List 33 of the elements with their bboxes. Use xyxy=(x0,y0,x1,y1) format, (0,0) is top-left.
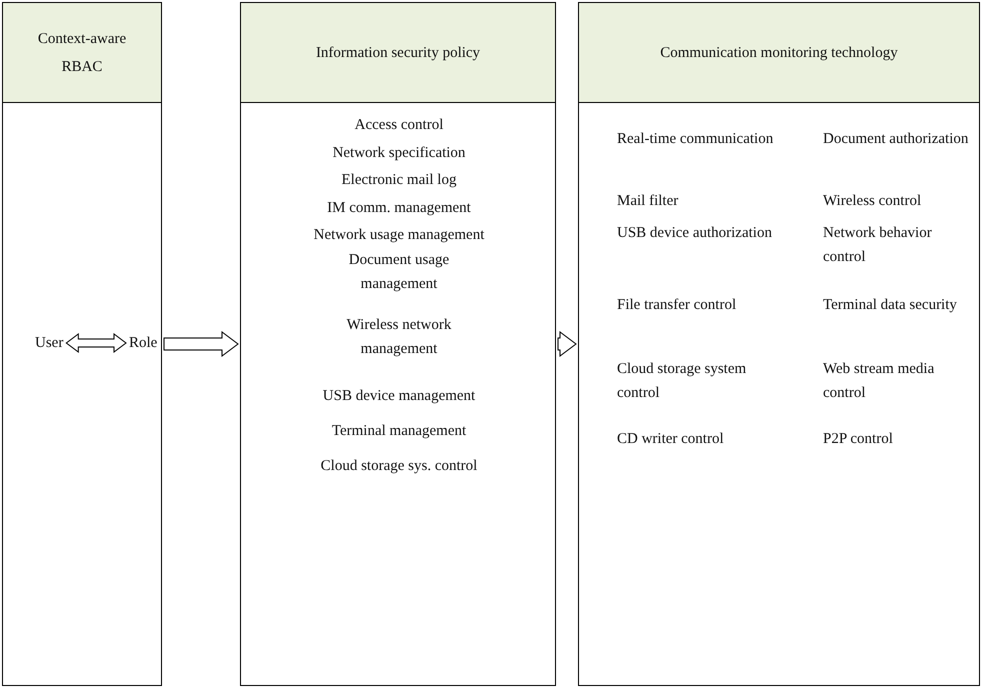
list-item: Document authorization xyxy=(823,130,970,149)
list-item: File transfer control xyxy=(617,296,738,315)
list-item: Cloud storage sys. control xyxy=(320,457,478,476)
column-heading: Context-aware RBAC xyxy=(3,3,161,103)
list-item: Access control xyxy=(354,116,444,135)
list-item: Electronic mail log xyxy=(340,171,458,190)
list-item: USB device authorization xyxy=(617,224,773,243)
list-item: Terminal management xyxy=(330,422,468,441)
role-label: Role xyxy=(129,333,158,353)
list-item: Mail filter xyxy=(617,192,680,211)
list-item: Cloud storage system control xyxy=(617,360,748,403)
column-panel xyxy=(578,2,980,686)
list-item: Network usage management xyxy=(312,226,486,245)
list-item: Network behavior control xyxy=(823,224,933,267)
list-item: Wireless control xyxy=(823,192,922,211)
block-arrow xyxy=(164,331,239,357)
column-panel xyxy=(240,2,556,686)
list-item: Terminal data security xyxy=(823,296,958,315)
role-label: User xyxy=(35,333,64,353)
column-heading: Information security policy xyxy=(241,3,555,103)
list-item: USB device management xyxy=(322,387,476,406)
column-panel xyxy=(2,2,162,686)
list-item: Web stream media control xyxy=(823,360,936,403)
list-item: Document usage management xyxy=(348,251,450,294)
list-item: Network specification xyxy=(332,144,466,163)
list-item: Wireless network management xyxy=(346,316,452,359)
list-item: Real-time communication xyxy=(617,130,774,149)
column-heading: Communication monitoring technology xyxy=(579,3,979,103)
block-arrow xyxy=(558,331,577,357)
block-arrow xyxy=(66,333,127,353)
list-item: CD writer control xyxy=(617,430,725,449)
list-item: P2P control xyxy=(823,430,894,449)
list-item: IM comm. management xyxy=(326,199,472,218)
